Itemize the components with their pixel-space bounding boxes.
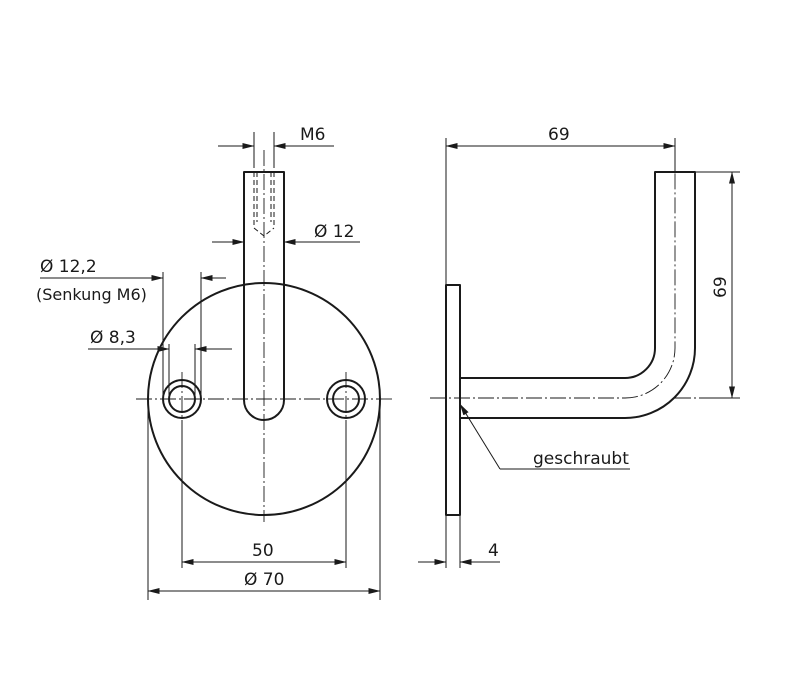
weld-callout: geschraubt (459, 403, 630, 470)
dim-plate-thickness-label: 4 (488, 541, 499, 561)
front-view: M6 Ø 12 Ø 12,2 (Senkung M6) Ø 8,3 (36, 125, 395, 600)
mounting-hole-left (162, 372, 202, 426)
dim-height: 69 (695, 171, 740, 399)
dim-height-label: 69 (711, 276, 731, 298)
dim-plate-thickness: 4 (418, 515, 500, 568)
dim-plate-diameter-label: Ø 70 (244, 570, 284, 590)
dim-hole-label: Ø 8,3 (90, 328, 136, 348)
dim-thread: M6 (218, 125, 334, 168)
dim-pin-diameter: Ø 12 (212, 222, 360, 245)
dim-hole-spacing: 50 (181, 420, 347, 568)
base-plate-side (445, 284, 461, 516)
thread-hidden-lines (253, 172, 275, 237)
arm-side-outline (459, 171, 696, 419)
dim-countersink: Ø 12,2 (Senkung M6) (36, 257, 226, 395)
dim-reach: 69 (445, 125, 676, 285)
arm-centerline (430, 160, 676, 399)
mounting-hole-right (326, 372, 366, 426)
pin-front-outline (243, 171, 285, 421)
dim-hole: Ø 8,3 (88, 328, 232, 395)
dim-pin-diameter-label: Ø 12 (314, 222, 354, 242)
side-view: geschraubt 69 69 4 (418, 125, 740, 568)
dim-countersink-label: Ø 12,2 (40, 257, 97, 277)
dim-plate-diameter: Ø 70 (147, 400, 381, 600)
dim-thread-label: M6 (300, 125, 325, 145)
weld-label: geschraubt (533, 449, 629, 469)
dim-reach-label: 69 (548, 125, 570, 145)
dim-countersink-note: (Senkung M6) (36, 285, 147, 304)
dim-hole-spacing-label: 50 (252, 541, 274, 561)
